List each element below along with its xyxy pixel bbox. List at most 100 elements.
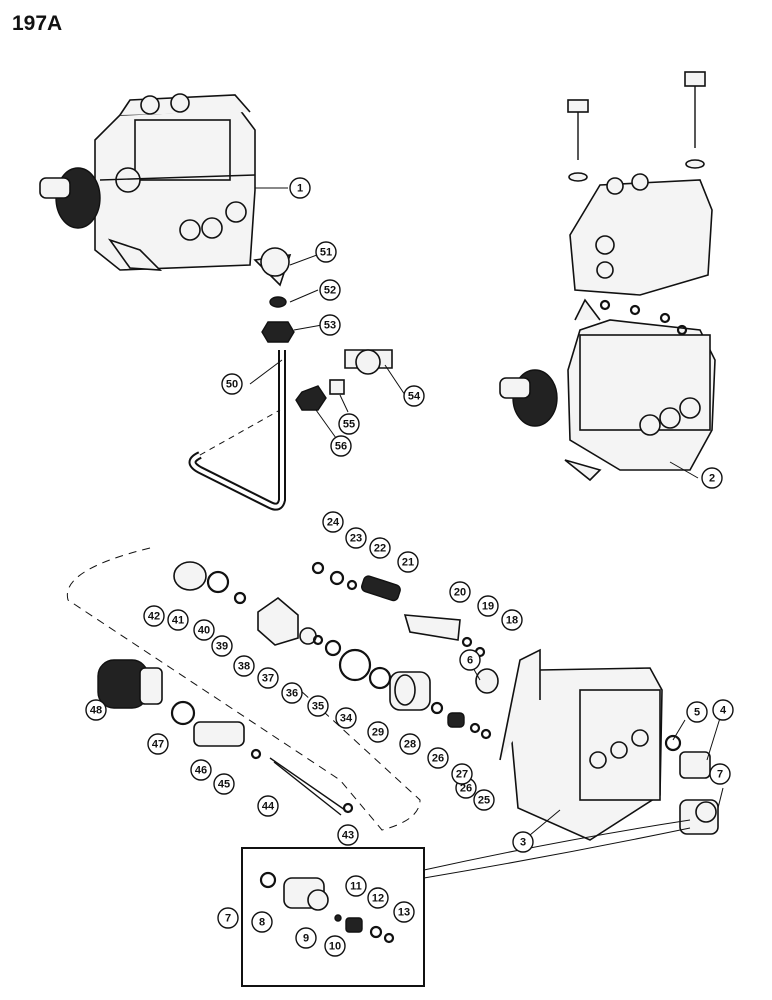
callout-10: 10 xyxy=(324,935,346,957)
callout-label: 22 xyxy=(374,543,386,555)
callout-label: 44 xyxy=(262,801,275,813)
callout-46: 46 xyxy=(190,759,212,781)
callout-circle xyxy=(367,887,389,909)
callout-circle xyxy=(345,875,367,897)
callout-48: 48 xyxy=(85,699,107,721)
callout-circle xyxy=(167,609,189,631)
callout-19: 19 xyxy=(477,595,499,617)
page-title: 197A xyxy=(12,12,63,35)
callout-circle xyxy=(427,747,449,769)
callout-label: 26 xyxy=(460,783,472,795)
callout-circle xyxy=(330,435,352,457)
callout-label: 6 xyxy=(467,655,473,667)
callout-22: 22 xyxy=(369,537,391,559)
callout-label: 46 xyxy=(195,765,207,777)
callout-label: 52 xyxy=(324,285,336,297)
callout-4: 4 xyxy=(712,699,734,721)
leader-lines xyxy=(249,187,724,836)
callout-7: 7 xyxy=(709,763,731,785)
callout-56: 56 xyxy=(330,435,352,457)
callout-circle xyxy=(193,619,215,641)
callout-circle xyxy=(295,927,317,949)
callout-label: 43 xyxy=(342,830,354,842)
callout-circle xyxy=(233,655,255,677)
callout-label: 19 xyxy=(482,601,494,613)
valve-assembly-2-drawing xyxy=(499,71,716,482)
callout-label: 9 xyxy=(303,933,309,945)
callout-label: 38 xyxy=(238,661,250,673)
callout-12: 12 xyxy=(367,887,389,909)
callout-circle xyxy=(397,551,419,573)
callout-36: 36 xyxy=(281,682,303,704)
callout-circle xyxy=(393,901,415,923)
callout-circle xyxy=(337,824,359,846)
callout-44: 44 xyxy=(257,795,279,817)
callout-label: 8 xyxy=(259,917,265,929)
callout-circle xyxy=(512,831,534,853)
valve-assembly-1-drawing xyxy=(39,93,256,271)
callout-21: 21 xyxy=(397,551,419,573)
callout-circle xyxy=(449,581,471,603)
callout-label: 35 xyxy=(312,701,324,713)
callout-label: 39 xyxy=(216,641,228,653)
callout-43: 43 xyxy=(337,824,359,846)
callout-circle xyxy=(147,733,169,755)
callout-50: 50 xyxy=(221,373,243,395)
callout-circle xyxy=(709,763,731,785)
callout-circle xyxy=(399,733,421,755)
callout-label: 10 xyxy=(329,941,341,953)
callout-circle xyxy=(307,695,329,717)
callout-5: 5 xyxy=(686,701,708,723)
callout-8: 8 xyxy=(251,911,273,933)
detail-inset-frame xyxy=(241,847,425,987)
callout-circle xyxy=(319,279,341,301)
callout-9: 9 xyxy=(295,927,317,949)
callout-29: 29 xyxy=(367,721,389,743)
callout-circle xyxy=(367,721,389,743)
callout-circle xyxy=(213,773,235,795)
callout-circle xyxy=(221,373,243,395)
callout-circle xyxy=(143,605,165,627)
callout-circle xyxy=(345,527,367,549)
callout-circle xyxy=(85,699,107,721)
callout-circle xyxy=(335,707,357,729)
relief-valve-detail-drawing xyxy=(259,819,691,944)
callout-label: 12 xyxy=(372,893,384,905)
callout-label: 48 xyxy=(90,705,102,717)
callout-label: 54 xyxy=(408,391,421,403)
callout-circle xyxy=(324,935,346,957)
callout-label: 51 xyxy=(320,247,332,259)
callout-label: 42 xyxy=(148,611,160,623)
valve-body-3-drawing xyxy=(499,648,719,841)
callout-circle xyxy=(473,789,495,811)
callout-40: 40 xyxy=(193,619,215,641)
callout-circle xyxy=(319,314,341,336)
callout-45: 45 xyxy=(213,773,235,795)
callout-label: 45 xyxy=(218,779,230,791)
callout-18: 18 xyxy=(501,609,523,631)
callout-label: 53 xyxy=(324,320,336,332)
callout-label: 55 xyxy=(343,419,355,431)
callout-1: 1 xyxy=(289,177,311,199)
callout-27: 27 xyxy=(451,763,473,785)
callout-38: 38 xyxy=(233,655,255,677)
callout-circle xyxy=(338,413,360,435)
callout-39: 39 xyxy=(211,635,233,657)
callout-label: 29 xyxy=(372,727,384,739)
callout-label: 7 xyxy=(717,769,723,781)
callout-label: 5 xyxy=(694,707,700,719)
callout-11: 11 xyxy=(345,875,367,897)
callout-label: 47 xyxy=(152,739,164,751)
callout-circle xyxy=(686,701,708,723)
callout-circle xyxy=(281,682,303,704)
callout-label: 26 xyxy=(432,753,444,765)
callout-35: 35 xyxy=(307,695,329,717)
callout-label: 28 xyxy=(404,739,416,751)
callout-label: 41 xyxy=(172,615,184,627)
callout-label: 27 xyxy=(456,769,468,781)
callout-label: 50 xyxy=(226,379,238,391)
callout-7: 7 xyxy=(217,907,239,929)
callout-circle xyxy=(712,699,734,721)
callout-label: 21 xyxy=(402,557,414,569)
callout-23: 23 xyxy=(345,527,367,549)
